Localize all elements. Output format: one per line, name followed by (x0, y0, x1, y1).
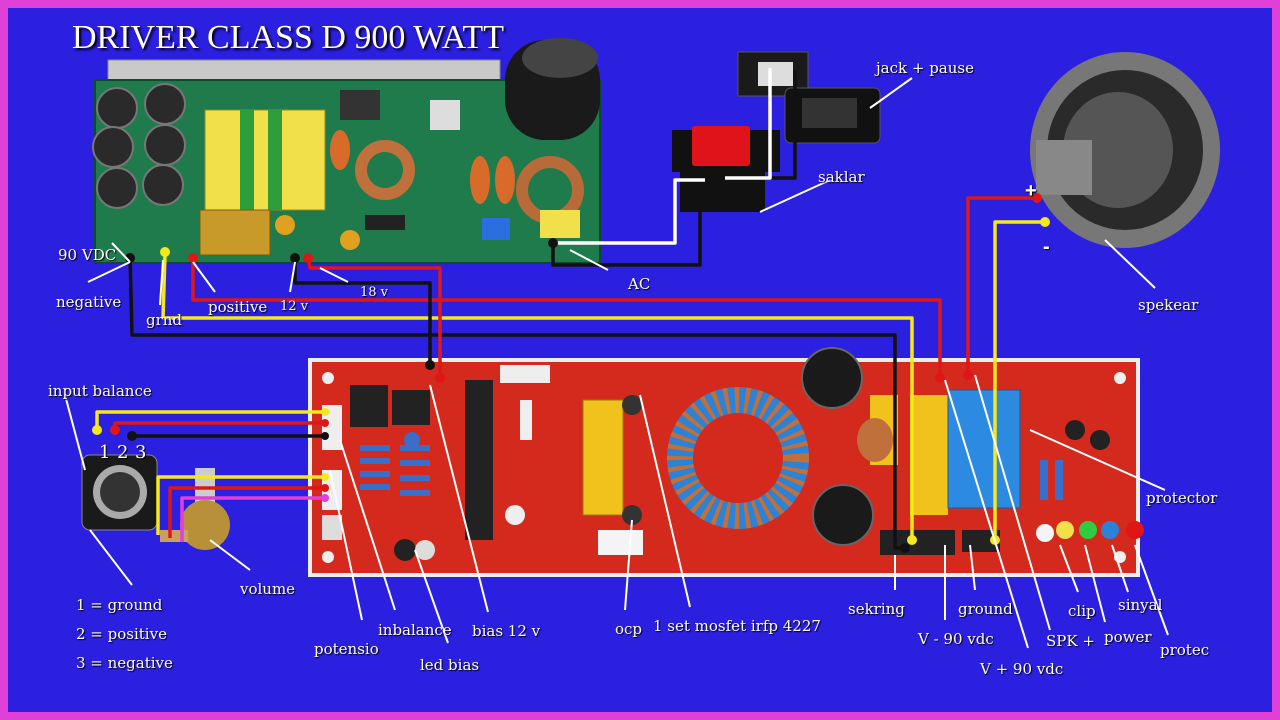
label-led-bias: led bias (420, 656, 480, 674)
label-ground: ground (958, 600, 1013, 618)
indicator-leds (1036, 521, 1144, 542)
label-ac: AC (628, 275, 651, 293)
label-sekring: sekring (848, 600, 905, 618)
label-sinyal: sinyal (1118, 596, 1163, 614)
speaker-minus-sign: - (1043, 236, 1050, 258)
label-grnd: grnd (146, 311, 183, 329)
speaker-image (1030, 52, 1220, 248)
psu-heatsink (199, 209, 271, 256)
label-inbalance: inbalance (378, 621, 452, 639)
label-v-plus-90: V + 90 vdc (980, 660, 1064, 678)
xlr-pin-1: 1 (99, 442, 111, 463)
xlr-pin-3: 3 (135, 442, 147, 463)
label-bias-12v: bias 12 v (472, 622, 541, 640)
label-protector: protector (1146, 489, 1218, 507)
psu-capacitors (92, 83, 186, 209)
label-negative: negative (56, 293, 122, 311)
speaker-plus-sign: + (1025, 180, 1037, 202)
label-clip: clip (1068, 602, 1096, 620)
label-potensio: potensio (314, 640, 379, 658)
psu-toroid (355, 140, 415, 200)
xlr-pin-2: 2 (117, 442, 129, 463)
wiring-diagram (64, 38, 1220, 649)
label-input-balance: input balance (48, 382, 152, 400)
amplifier-board (308, 347, 1144, 577)
label-ocp: ocp (615, 620, 643, 638)
legend-pin-1: 1 = ground (76, 596, 163, 614)
xlr-input-connector (81, 454, 158, 531)
label-18v: 18 v (360, 285, 389, 300)
label-12v-psu: 12 v (280, 299, 309, 314)
output-inductor (667, 387, 809, 529)
label-protec: protec (1160, 641, 1210, 659)
label-saklar: saklar (818, 168, 865, 186)
label-volume: volume (240, 580, 296, 598)
iec-power-socket (784, 87, 881, 144)
power-supply-board (92, 38, 601, 264)
legend-pin-3: 3 = negative (76, 654, 173, 672)
diagram-title: DRIVER CLASS D 900 WATT (72, 19, 504, 56)
legend-pin-2: 2 = positive (76, 625, 167, 643)
label-spekear: spekear (1138, 296, 1199, 314)
label-power: power (1104, 628, 1152, 646)
label-v-minus-90: V - 90 vdc (918, 630, 994, 648)
psu-bulk-capacitor (505, 38, 600, 140)
label-positive: positive (208, 298, 268, 316)
leader-lines (64, 77, 1169, 649)
label-90-vdc: 90 VDC (58, 246, 117, 264)
psu-transformer (204, 109, 326, 211)
label-jack-pause: jack + pause (876, 59, 974, 77)
label-mosfet: 1 set mosfet irfp 4227 (653, 617, 821, 635)
power-switch (672, 126, 780, 212)
label-spk-plus: SPK + (1046, 632, 1095, 650)
